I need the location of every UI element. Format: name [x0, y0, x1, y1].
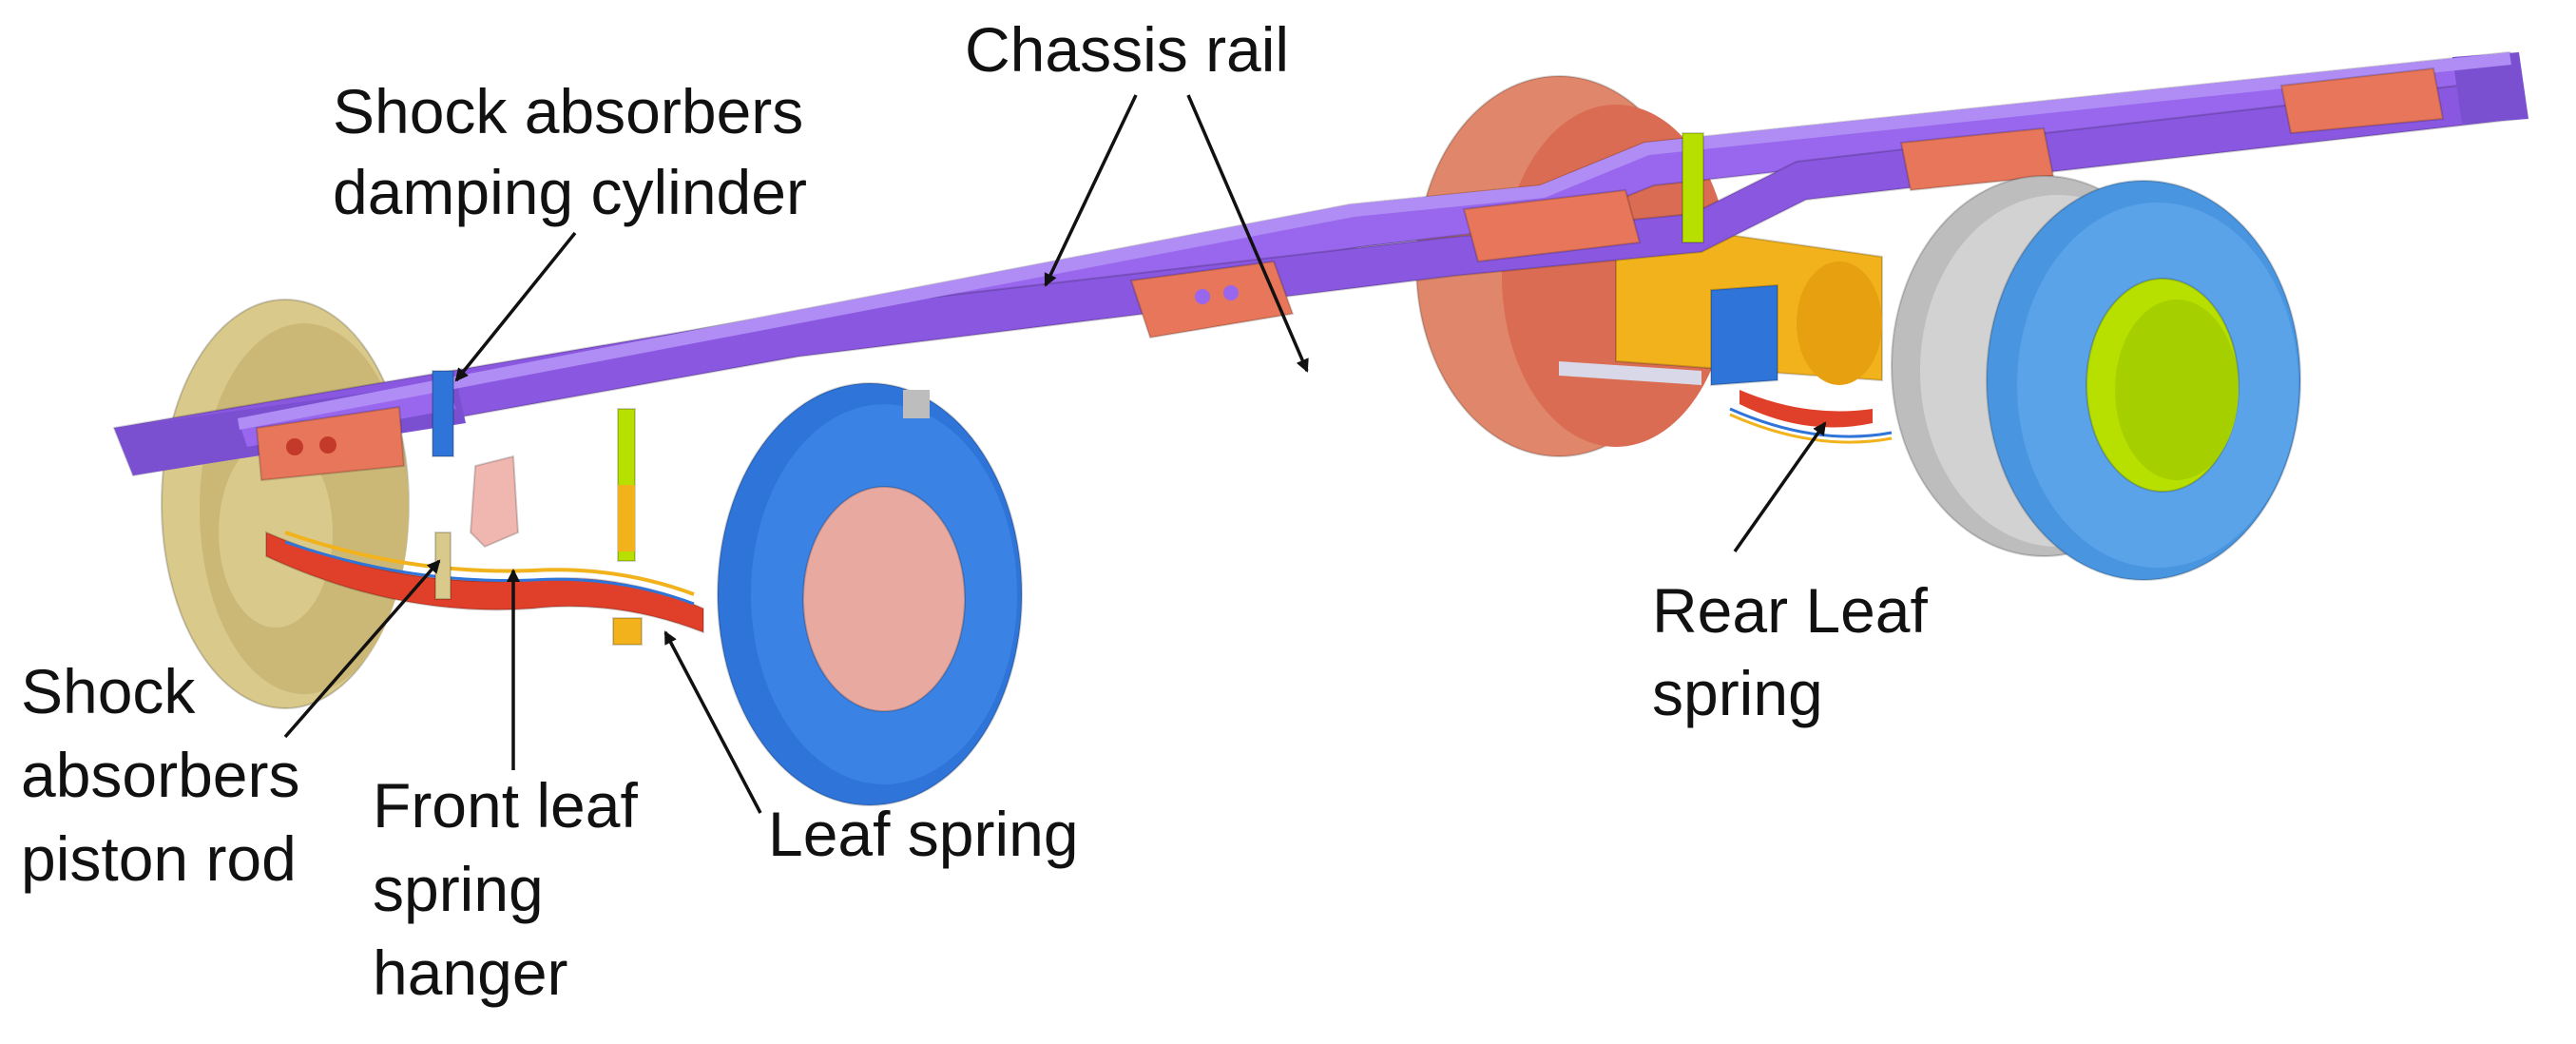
label-shock-piston-line2: absorbers [21, 740, 300, 810]
rear-right-wheel [1891, 175, 2301, 581]
cross-members [255, 67, 2445, 482]
label-leaf-spring: Leaf spring [768, 799, 1079, 869]
label-front-hanger-line2: spring [373, 854, 544, 924]
front-left-wheel [161, 299, 410, 709]
arrow-leaf-spring [663, 630, 762, 814]
arrow-rear-leaf-spring [1733, 421, 1827, 553]
label-front-hanger-line3: hanger [373, 938, 568, 1008]
front-suspension [265, 370, 704, 646]
label-front-hanger-line1: Front leaf [373, 770, 638, 841]
arrow-shock-cylinder [454, 231, 577, 382]
label-chassis-rail: Chassis rail [965, 14, 1289, 85]
arrow-chassis-rail-right [1186, 94, 1309, 373]
label-shock-cylinder-line2: damping cylinder [333, 157, 807, 227]
label-rear-leaf-spring-line1: Rear Leaf [1652, 575, 1929, 646]
label-shock-piston-line3: piston rod [21, 823, 297, 894]
label-rear-leaf-spring-line2: spring [1652, 658, 1823, 728]
rear-suspension [1559, 132, 1893, 444]
leader-lines [283, 94, 1827, 814]
arrow-chassis-rail-left [1044, 94, 1138, 287]
front-right-wheel [717, 382, 1023, 806]
arrow-shock-piston [283, 559, 441, 739]
label-shock-piston-line1: Shock [21, 656, 196, 726]
label-shock-cylinder-line1: Shock absorbers [333, 76, 803, 146]
callout-labels: Chassis rail Shock absorbers damping cyl… [21, 14, 1929, 1008]
